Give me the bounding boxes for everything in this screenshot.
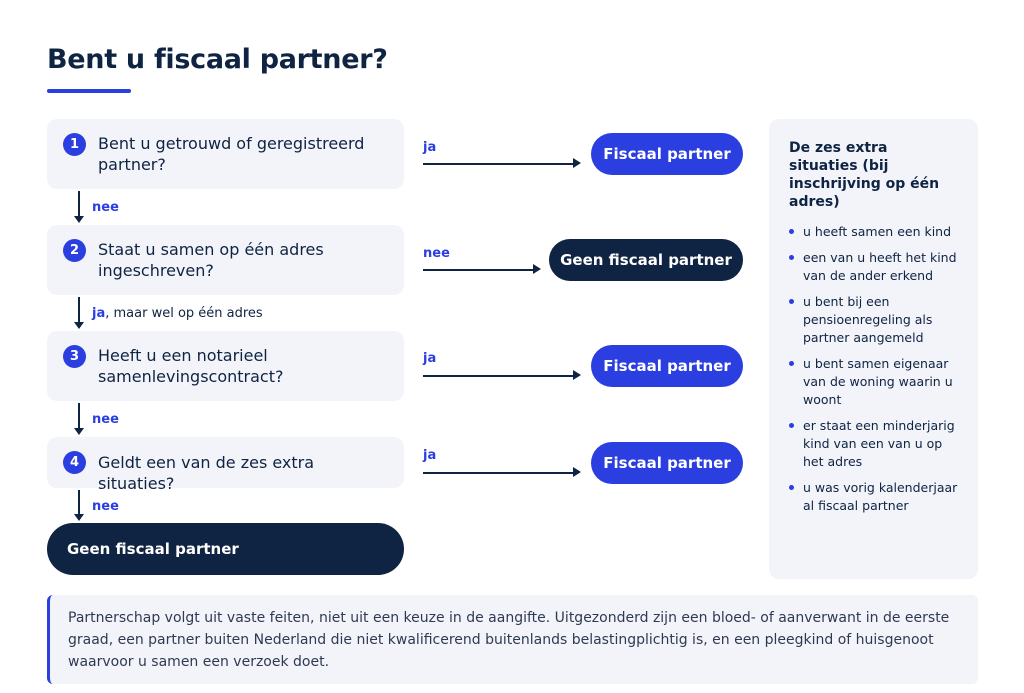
- question-box-1: 1 Bent u getrouwd of geregistreerd partn…: [47, 119, 404, 189]
- down-connector-2: [78, 297, 80, 322]
- situations-list: u heeft samen een kind een van u heeft h…: [789, 223, 960, 515]
- step-number-1: 1: [63, 133, 86, 156]
- down-arrow-icon: [74, 428, 84, 435]
- list-item: u bent bij een pensioenregeling als part…: [789, 293, 960, 347]
- bullet-icon: [789, 423, 794, 428]
- bullet-icon: [789, 485, 794, 490]
- list-item: u bent samen eigenaar van de woning waar…: [789, 355, 960, 409]
- bullet-icon: [789, 255, 794, 260]
- down-arrow-icon: [74, 514, 84, 521]
- question-box-4: 4 Geldt een van de zes extra situaties?: [47, 437, 404, 493]
- right-arrow-icon: [573, 370, 581, 380]
- step-number-3: 3: [63, 345, 86, 368]
- right-connector-1: [423, 163, 573, 165]
- question-box-3: 3 Heeft u een notarieel samenlevingscont…: [47, 331, 404, 401]
- list-item: een van u heeft het kind van de ander er…: [789, 249, 960, 285]
- right-arrow-icon: [533, 264, 541, 274]
- right-arrow-icon: [573, 158, 581, 168]
- question-text-2: Staat u samen op één adres ingeschreven?: [98, 240, 324, 280]
- down-connector-4: [78, 490, 80, 514]
- outcome-fiscaal-partner-4: Fiscaal partner: [591, 442, 743, 484]
- question-text-4: Geldt een van de zes extra situaties?: [98, 453, 315, 493]
- bullet-icon: [789, 229, 794, 234]
- right-connector-4: [423, 472, 573, 474]
- down-connector-3: [78, 403, 80, 428]
- page-title: Bent u fiscaal partner?: [47, 44, 388, 75]
- right-label-2: nee: [423, 246, 450, 261]
- right-label-4: ja: [423, 448, 437, 463]
- footnote-callout: Partnerschap volgt uit vaste feiten, nie…: [47, 595, 978, 684]
- title-underline: [47, 89, 131, 93]
- question-box-2: 2 Staat u samen op één adres ingeschreve…: [47, 225, 404, 295]
- step-number-4: 4: [63, 451, 86, 474]
- right-label-3: ja: [423, 351, 437, 366]
- down-label-1: nee: [92, 200, 119, 215]
- list-item: u was vorig kalenderjaar al fiscaal part…: [789, 479, 960, 515]
- down-connector-1: [78, 191, 80, 216]
- right-connector-2: [423, 269, 533, 271]
- down-arrow-icon: [74, 322, 84, 329]
- bullet-icon: [789, 361, 794, 366]
- outcome-fiscaal-partner-3: Fiscaal partner: [591, 345, 743, 387]
- right-arrow-icon: [573, 467, 581, 477]
- question-text-3: Heeft u een notarieel samenlevingscontra…: [98, 346, 284, 386]
- panel-title: De zes extra situaties (bij inschrijving…: [789, 140, 940, 210]
- list-item: er staat een minderjarig kind van een va…: [789, 417, 960, 471]
- bullet-icon: [789, 299, 794, 304]
- question-text-1: Bent u getrouwd of geregistreerd partner…: [98, 134, 365, 174]
- step-number-2: 2: [63, 239, 86, 262]
- down-label-4: nee: [92, 499, 119, 514]
- right-label-1: ja: [423, 140, 437, 155]
- outcome-geen-fiscaal-partner: Geen fiscaal partner: [549, 239, 743, 281]
- final-outcome: Geen fiscaal partner: [47, 523, 404, 575]
- right-connector-3: [423, 375, 573, 377]
- down-label-3: nee: [92, 412, 119, 427]
- down-label-2: ja, maar wel op één adres: [92, 306, 263, 321]
- outcome-fiscaal-partner-1: Fiscaal partner: [591, 133, 743, 175]
- extra-situations-panel: De zes extra situaties (bij inschrijving…: [769, 119, 978, 579]
- list-item: u heeft samen een kind: [789, 223, 960, 241]
- down-arrow-icon: [74, 216, 84, 223]
